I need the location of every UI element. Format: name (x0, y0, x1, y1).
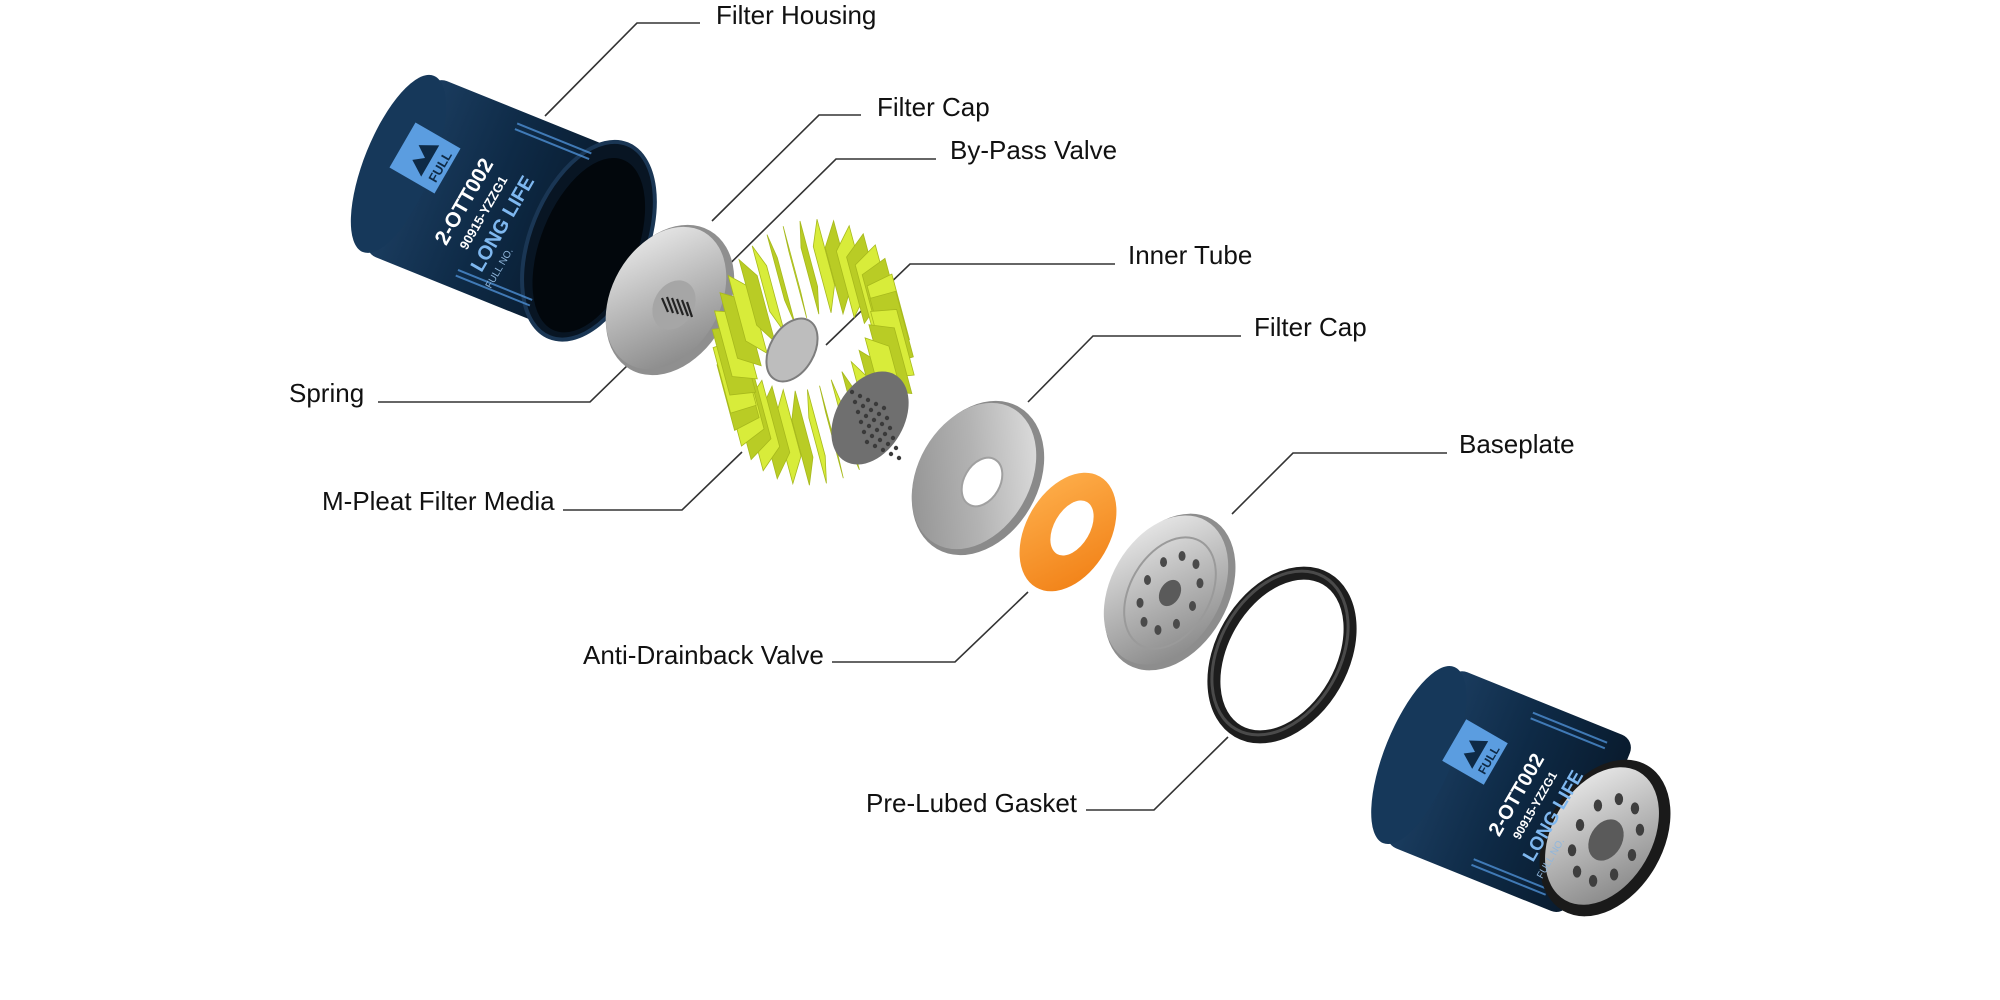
perforation (887, 425, 893, 431)
baseplate-image (1103, 513, 1236, 671)
label-baseplate: Baseplate (1459, 429, 1575, 459)
leader-pre-lubed-gasket (1086, 736, 1229, 811)
hole (1627, 849, 1637, 861)
hole (1588, 874, 1598, 887)
filter-housing-image (350, 74, 657, 342)
perforation (888, 451, 894, 457)
perforation (861, 429, 867, 435)
perforation (893, 445, 899, 451)
perforation (880, 447, 886, 453)
labels: Filter Housing Filter Cap By-Pass Valve … (289, 0, 1575, 818)
perforation (857, 393, 863, 399)
hole (1593, 799, 1603, 812)
leader-filter-cap-top (711, 114, 861, 222)
hole (1196, 578, 1204, 589)
hole (1160, 557, 1168, 568)
label-pre-lubed-gasket: Pre-Lubed Gasket (866, 788, 1078, 818)
perforation (866, 423, 872, 429)
hole (1567, 844, 1577, 857)
pleat (791, 390, 814, 486)
perforation (885, 441, 891, 447)
perforation (877, 437, 883, 443)
hole (1189, 601, 1197, 611)
perforation (858, 419, 864, 425)
perforation (864, 439, 870, 445)
assembled-filter-image (1371, 666, 1671, 917)
leader-filter-housing (544, 22, 700, 117)
leader-m-pleat (563, 451, 743, 511)
pleat (766, 234, 796, 325)
perforation (852, 399, 858, 405)
perforation (879, 421, 885, 427)
pleat (799, 220, 820, 315)
perforation (896, 455, 902, 461)
leader-filter-cap-mid (1027, 335, 1241, 403)
pleat (738, 258, 776, 344)
label-filter-cap-mid: Filter Cap (1254, 312, 1367, 342)
m-pleat-filter-media-image (711, 219, 915, 486)
label-bypass-valve: By-Pass Valve (950, 135, 1117, 165)
perforation (863, 413, 869, 419)
label-inner-tube: Inner Tube (1128, 240, 1252, 270)
perforation (868, 407, 874, 413)
leader-bypass-valve (685, 158, 936, 308)
hole (1178, 551, 1186, 562)
perforation (849, 389, 855, 395)
hole (1143, 575, 1151, 585)
pleat (812, 219, 835, 313)
label-spring: Spring (289, 378, 364, 408)
perforation (855, 409, 861, 415)
perforation (865, 397, 871, 403)
perforation (890, 435, 896, 441)
perforation (884, 415, 890, 421)
hole (1609, 868, 1619, 881)
perforation (871, 417, 877, 423)
hole (1154, 624, 1162, 635)
label-filter-housing: Filter Housing (716, 0, 876, 30)
label-filter-cap-top: Filter Cap (877, 92, 990, 122)
filter-cap-mid-image (911, 400, 1045, 556)
pleat (782, 226, 808, 319)
leader-lines (378, 22, 1447, 811)
label-m-pleat: M-Pleat Filter Media (322, 486, 555, 516)
hole (1630, 802, 1640, 815)
filter-cap-top-image (605, 224, 735, 376)
hole (1172, 618, 1180, 629)
leader-anti-drainback (832, 591, 1029, 663)
perforation (872, 443, 878, 449)
perforation (869, 433, 875, 439)
pleat (807, 389, 827, 484)
hole (1140, 616, 1148, 627)
perforation (882, 431, 888, 437)
leader-baseplate (1231, 452, 1447, 515)
perforation (881, 405, 887, 411)
pre-lubed-gasket-image (1207, 566, 1357, 744)
inner-tube-image (765, 317, 819, 383)
hole (1575, 819, 1585, 831)
hole (1192, 559, 1200, 570)
pleat (751, 245, 785, 333)
perforation (876, 411, 882, 417)
hole (1572, 865, 1582, 878)
anti-drainback-valve-image (1019, 472, 1117, 592)
spring-image (660, 296, 694, 318)
perforation (874, 427, 880, 433)
label-anti-drainback: Anti-Drainback Valve (583, 640, 824, 670)
perforation (873, 401, 879, 407)
hole (1635, 823, 1645, 836)
hole (1614, 793, 1624, 806)
hole (1136, 597, 1144, 608)
perforation (860, 403, 866, 409)
